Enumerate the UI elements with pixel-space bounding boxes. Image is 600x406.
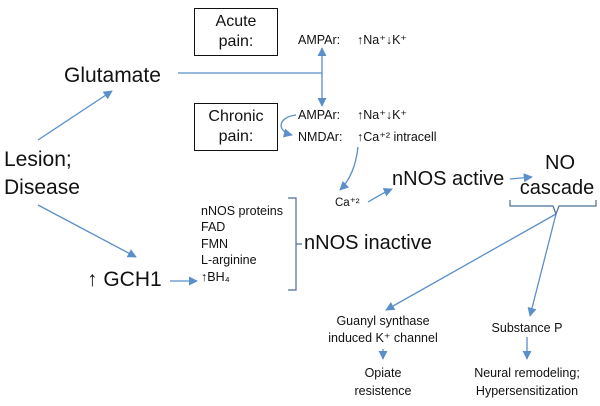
cofactor-list: nNOS proteins FAD FMN L-arginine ↑BH₄: [201, 203, 283, 285]
arrow-lesion-to-gch1: [37, 204, 137, 258]
arrow-ca-to-nnos-active: [367, 188, 393, 203]
cofactor-item: nNOS proteins: [201, 204, 283, 218]
cofactor-item: ↑BH₄: [201, 269, 230, 284]
ampar-chronic-effect: ↑Na⁺↓K⁺: [357, 108, 408, 122]
node-guanyl-line2: induced K⁺ channel: [328, 331, 438, 345]
node-substance-p: Substance P: [491, 321, 563, 335]
arrow-nnos-active-to-no: [509, 173, 533, 183]
arrow-nmdar-to-ca: [339, 146, 359, 191]
node-nnos-inactive: nNOS inactive: [304, 232, 432, 254]
node-cascade: cascade: [519, 177, 595, 199]
node-neural-line1: Neural remodeling;: [474, 366, 580, 380]
node-gch1: ↑ GCH1: [87, 268, 162, 291]
arrow-ampar-to-nmdar: [280, 114, 297, 138]
node-nnos-active: nNOS active: [392, 168, 505, 190]
cofactor-item: FMN: [201, 236, 229, 251]
arrow-lesion-to-glutamate: [37, 90, 113, 141]
node-glutamate: Glutamate: [64, 64, 161, 87]
bracket-cofactors: [288, 197, 302, 291]
nmdar-effect: ↑Ca⁺² intracell: [357, 130, 437, 144]
node-guanyl-line1: Guanyl synthase: [336, 314, 430, 328]
cofactor-item: FAD: [201, 220, 226, 235]
arrow-cascade-to-guanyl: [385, 213, 557, 311]
acute-pain-line2: pain:: [218, 33, 254, 50]
node-opiate-line1: Opiate: [364, 366, 402, 380]
node-lesion: Lesion;: [4, 148, 72, 171]
ampar-chronic-label: AMPAr:: [298, 108, 341, 122]
node-neural-line2: Hypersensitization: [475, 384, 579, 398]
cofactor-item: L-arginine: [201, 253, 257, 268]
bracket-no-cascade: [509, 200, 597, 216]
chronic-pain-line2: pain:: [218, 128, 254, 145]
node-ca: Ca⁺²: [335, 197, 360, 209]
ampar-acute-label: AMPAr:: [298, 33, 341, 47]
ampar-acute-effect: ↑Na⁺↓K⁺: [357, 33, 408, 47]
arrow-cascade-to-substance-p: [527, 213, 557, 317]
acute-pain-box: Acute pain:: [194, 8, 278, 56]
chronic-pain-line1: Chronic: [208, 108, 264, 125]
node-disease: Disease: [4, 176, 80, 199]
chronic-pain-box: Chronic pain:: [194, 103, 278, 151]
node-no: NO: [545, 152, 575, 174]
acute-pain-line1: Acute: [215, 13, 257, 30]
nmdar-label: NMDAr:: [298, 130, 343, 144]
node-opiate-line2: resistence: [354, 384, 412, 398]
